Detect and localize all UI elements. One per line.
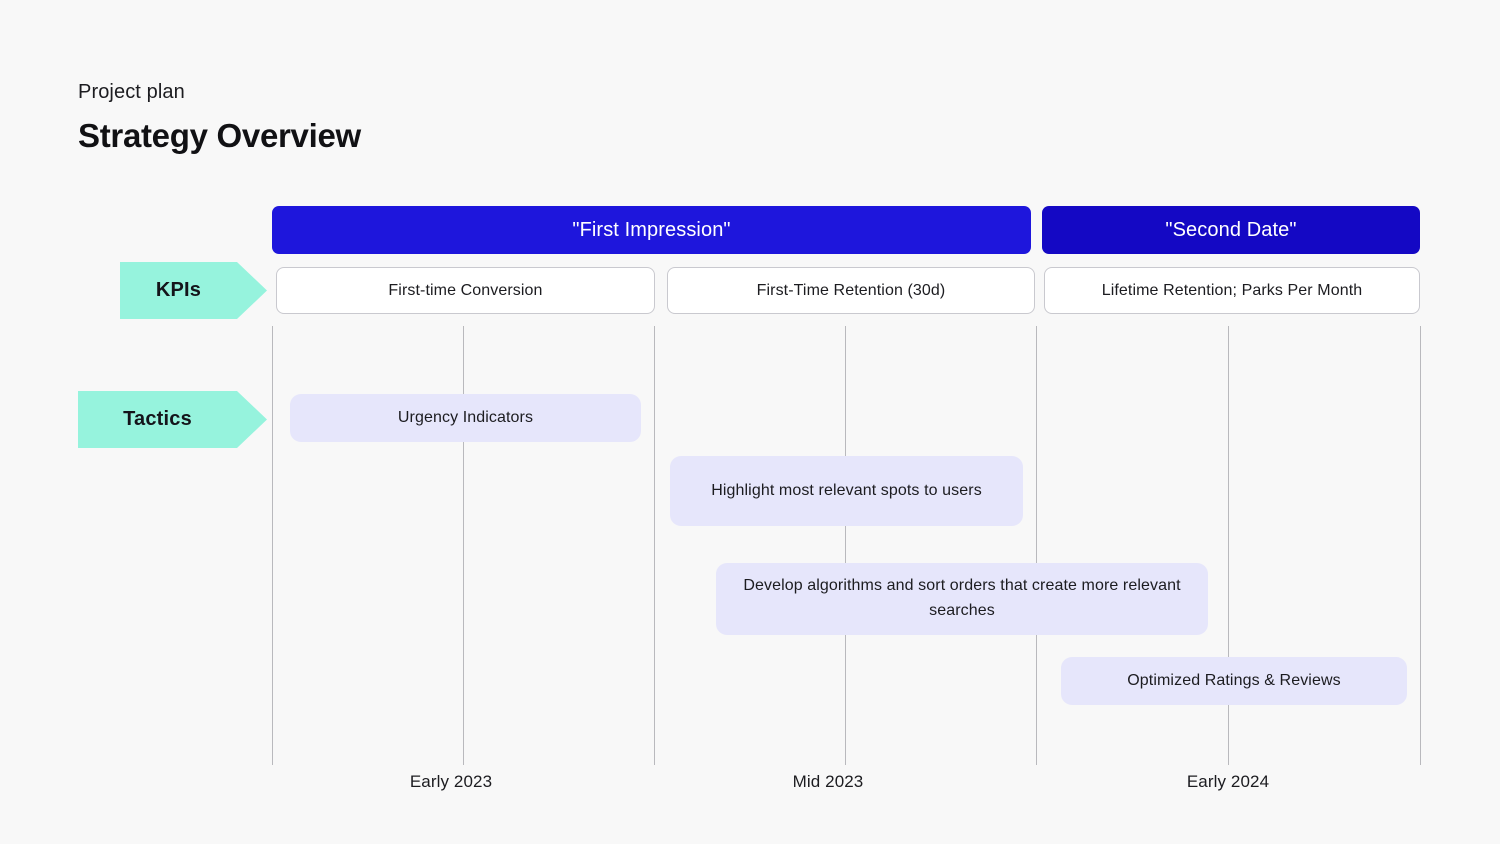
kpi-box-0[interactable]: First-time Conversion	[276, 267, 655, 314]
tactic-pill-3[interactable]: Optimized Ratings & Reviews	[1061, 657, 1407, 705]
page-title: Strategy Overview	[78, 117, 361, 154]
gridline-1	[463, 326, 464, 765]
phase-bar-0[interactable]: "First Impression"	[272, 206, 1031, 254]
kpi-box-1[interactable]: First-Time Retention (30d)	[667, 267, 1035, 314]
row-chevron-kpis: KPIs	[120, 262, 267, 319]
gridline-6	[1420, 326, 1421, 765]
row-chevron-tactics: Tactics	[78, 391, 267, 448]
axis-label-1: Mid 2023	[792, 772, 864, 791]
tactic-pill-1[interactable]: Highlight most relevant spots to users	[670, 456, 1023, 526]
gridline-2	[654, 326, 655, 765]
eyebrow-label: Project plan	[78, 81, 185, 103]
gridline-3	[845, 326, 846, 765]
kpi-box-2[interactable]: Lifetime Retention; Parks Per Month	[1044, 267, 1420, 314]
phase-bar-1[interactable]: "Second Date"	[1042, 206, 1420, 254]
slide-header: Project plan Strategy Overview	[78, 80, 361, 156]
gridline-5	[1228, 326, 1229, 765]
gridline-4	[1036, 326, 1037, 765]
axis-label-2: Early 2024	[1186, 772, 1270, 791]
axis-label-0: Early 2023	[409, 772, 493, 791]
tactic-pill-0[interactable]: Urgency Indicators	[290, 394, 641, 442]
gridline-0	[272, 326, 273, 765]
tactic-pill-2[interactable]: Develop algorithms and sort orders that …	[716, 563, 1208, 635]
